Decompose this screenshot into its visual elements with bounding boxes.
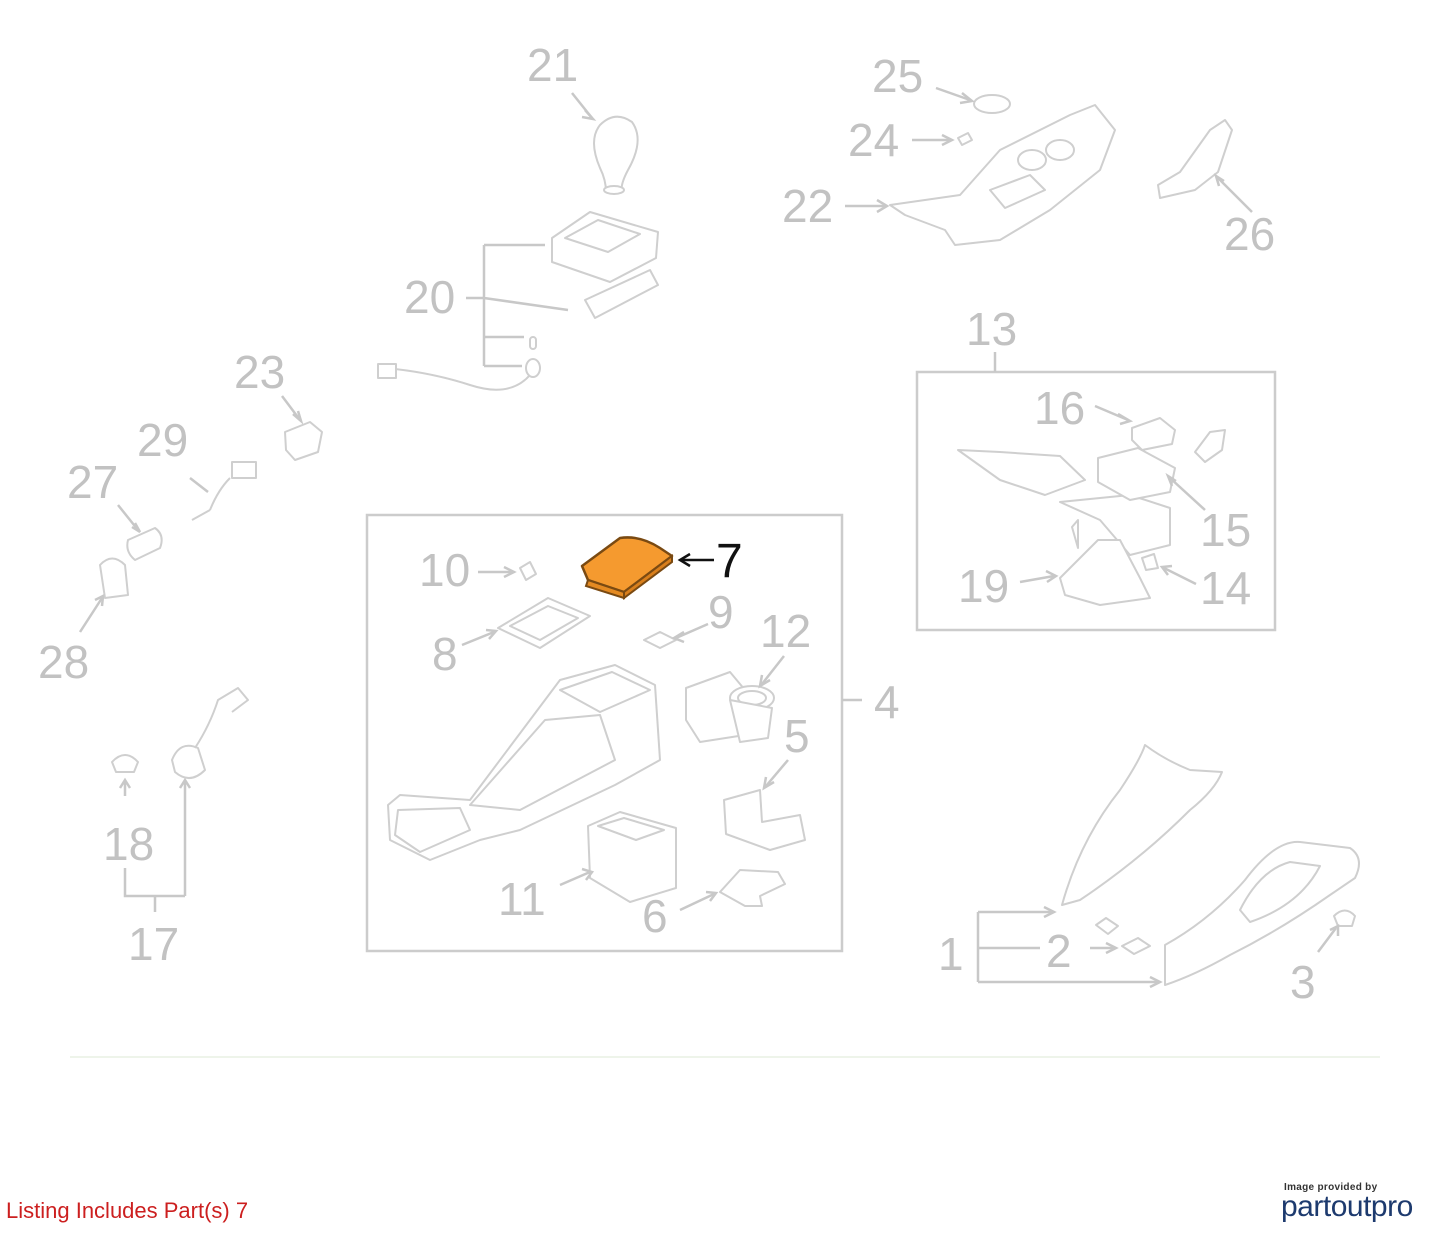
clip-14 bbox=[1141, 553, 1159, 571]
callout-26: 26 bbox=[1224, 208, 1275, 260]
console-side-panel-1 bbox=[1061, 744, 1360, 986]
callout-29: 29 bbox=[137, 414, 188, 466]
cup-holder-12 bbox=[685, 671, 775, 743]
callout-19: 19 bbox=[958, 560, 1009, 612]
callout-4: 4 bbox=[874, 676, 900, 728]
callout-9: 9 bbox=[708, 586, 734, 638]
callout-13: 13 bbox=[966, 303, 1017, 355]
callout-12: 12 bbox=[760, 605, 811, 657]
callout-25: 25 bbox=[872, 50, 923, 102]
shift-boot-19 bbox=[1059, 539, 1151, 606]
callout-10: 10 bbox=[419, 544, 470, 596]
callout-20: 20 bbox=[404, 271, 455, 323]
callout-5: 5 bbox=[784, 710, 810, 762]
callout-24: 24 bbox=[848, 114, 899, 166]
shift-knob bbox=[593, 115, 639, 195]
callout-6: 6 bbox=[642, 890, 668, 942]
upper-console-trim bbox=[889, 104, 1116, 246]
callout-17: 17 bbox=[128, 918, 179, 970]
group-box-13 bbox=[915, 370, 1277, 632]
callout-16: 16 bbox=[1034, 382, 1085, 434]
provider-logo-part-a: partout bbox=[1281, 1190, 1371, 1223]
socket-27 bbox=[126, 527, 163, 561]
center-console-body bbox=[387, 664, 661, 861]
storage-pocket-11 bbox=[587, 811, 677, 903]
socket-18 bbox=[111, 754, 139, 773]
clip-10 bbox=[519, 561, 537, 581]
callout-18: 18 bbox=[103, 818, 154, 870]
callout-14: 14 bbox=[1200, 562, 1251, 614]
provider-credit: Image provided by bbox=[1284, 1182, 1378, 1193]
lid-9 bbox=[643, 631, 677, 649]
callout-22: 22 bbox=[782, 180, 833, 232]
bracket-5 bbox=[723, 789, 806, 851]
bracket-6 bbox=[719, 869, 786, 907]
callout-23: 23 bbox=[234, 346, 285, 398]
callout-21: 21 bbox=[527, 39, 578, 91]
callout-1: 1 bbox=[938, 928, 964, 980]
callout-2: 2 bbox=[1046, 925, 1072, 977]
callout-27: 27 bbox=[67, 456, 118, 508]
callout-3: 3 bbox=[1290, 956, 1316, 1008]
group-box-4 bbox=[365, 513, 844, 953]
provider-logo: partoutpro bbox=[1281, 1190, 1413, 1224]
side-trim-26 bbox=[1157, 119, 1233, 199]
armrest-lid-highlighted bbox=[580, 536, 674, 600]
callout-15: 15 bbox=[1200, 504, 1251, 556]
fastener-3 bbox=[1333, 909, 1356, 927]
callout-8: 8 bbox=[432, 628, 458, 680]
listing-caption: Listing Includes Part(s) 7 bbox=[6, 1198, 249, 1223]
bracket-28 bbox=[99, 557, 129, 599]
callout-28: 28 bbox=[38, 636, 89, 688]
callout-11: 11 bbox=[498, 873, 546, 925]
provider-logo-part-b: pro bbox=[1370, 1190, 1413, 1223]
emblem-25 bbox=[973, 94, 1011, 114]
switch-16 bbox=[1131, 417, 1176, 451]
outlet-17 bbox=[171, 744, 206, 779]
harness-29 bbox=[191, 477, 231, 521]
callout-7: 7 bbox=[716, 535, 743, 588]
shifter-assembly bbox=[377, 211, 659, 391]
clip-2a bbox=[1095, 917, 1119, 935]
small-clip-24 bbox=[957, 132, 973, 146]
shift-bezel-15 bbox=[957, 447, 1176, 556]
clip-2b bbox=[1121, 937, 1151, 955]
switch-23 bbox=[284, 421, 323, 461]
